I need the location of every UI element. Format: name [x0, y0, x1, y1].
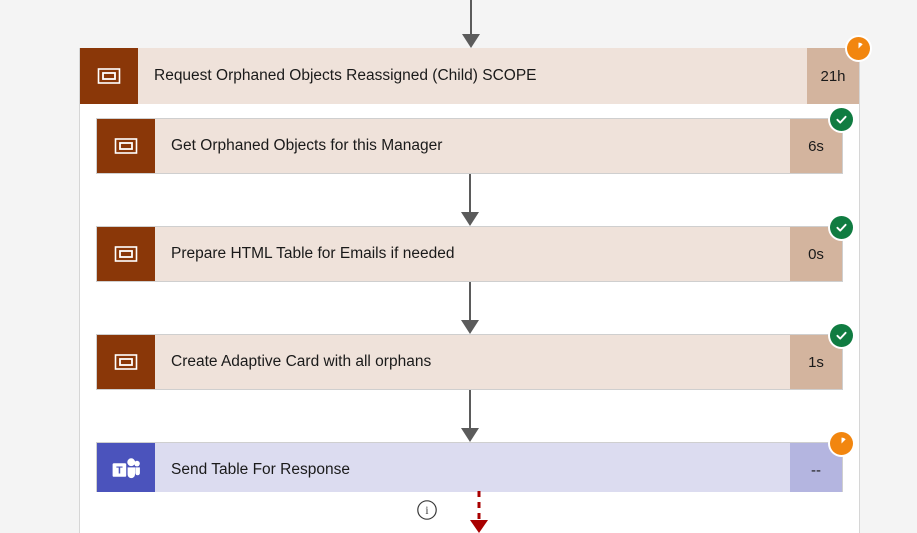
scope-title: Request Orphaned Objects Reassigned (Chi…	[154, 67, 537, 84]
connector-2	[96, 282, 843, 334]
scope-icon	[97, 119, 155, 173]
svg-text:i: i	[425, 505, 428, 517]
action-card-get-orphaned-objects[interactable]: Get Orphaned Objects for this Manager 6s	[96, 108, 853, 174]
scope-icon	[80, 48, 138, 104]
action-row: Create Adaptive Card with all orphans 1s	[96, 324, 853, 390]
action-title: Send Table For Response	[171, 461, 350, 478]
scope-icon	[97, 227, 155, 281]
scope-container: Request Orphaned Objects Reassigned (Chi…	[79, 37, 870, 514]
status-badge-succeeded	[830, 216, 853, 239]
action-duration: 1s	[790, 335, 842, 389]
connector-into-scope	[450, 0, 492, 48]
svg-text:T: T	[116, 465, 123, 477]
action-row: Prepare HTML Table for Emails if needed …	[96, 216, 853, 282]
info-icon[interactable]: i	[416, 499, 438, 521]
action-row: Get Orphaned Objects for this Manager 6s	[96, 108, 853, 174]
action-row: T Send Table For Response --	[96, 432, 853, 498]
status-badge-running	[830, 432, 853, 455]
action-card-create-adaptive-card[interactable]: Create Adaptive Card with all orphans 1s	[96, 324, 853, 390]
microsoft-teams-icon: T	[97, 443, 155, 497]
action-title: Create Adaptive Card with all orphans	[171, 353, 432, 370]
scope-icon	[97, 335, 155, 389]
action-title: Get Orphaned Objects for this Manager	[171, 137, 443, 154]
connector-1	[96, 174, 843, 226]
connector-3	[96, 390, 843, 442]
action-card-send-table-for-response[interactable]: T Send Table For Response --	[96, 432, 853, 498]
action-card-prepare-html-table[interactable]: Prepare HTML Table for Emails if needed …	[96, 216, 853, 282]
action-title: Prepare HTML Table for Emails if needed	[171, 245, 455, 262]
status-badge-running	[847, 37, 870, 60]
status-badge-succeeded	[830, 324, 853, 347]
status-badge-succeeded	[830, 108, 853, 131]
scope-body: Get Orphaned Objects for this Manager 6s	[80, 104, 859, 514]
scope-card[interactable]: Request Orphaned Objects Reassigned (Chi…	[80, 37, 870, 104]
scope-footer: i	[79, 491, 860, 533]
failed-branch-dashed-arrow	[458, 491, 500, 533]
